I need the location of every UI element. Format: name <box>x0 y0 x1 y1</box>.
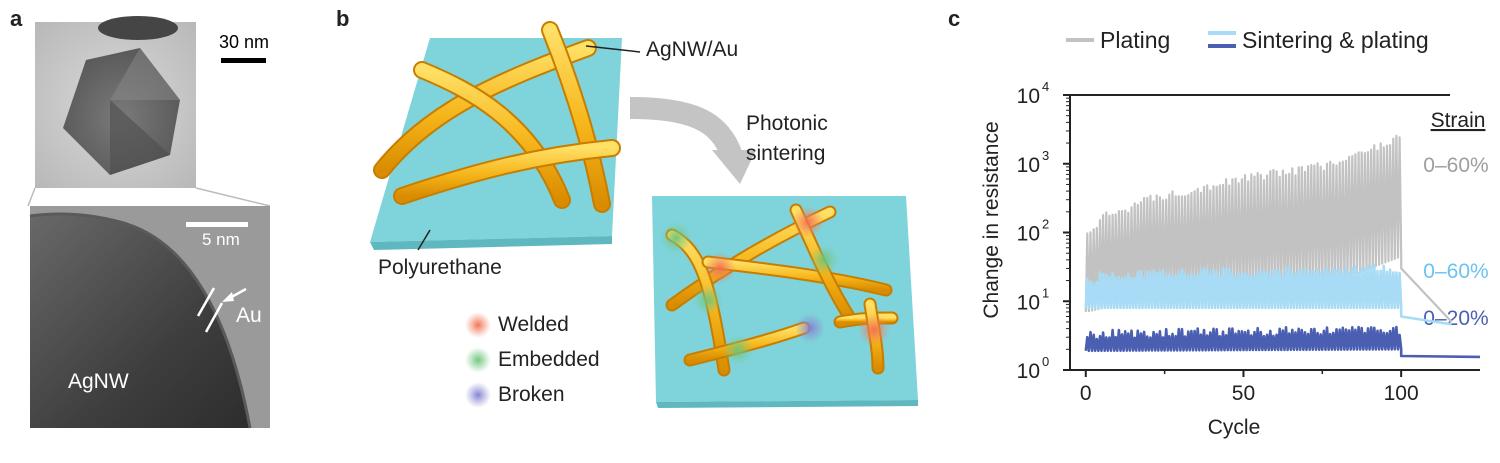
strain-label-sintering-20: 0–20% <box>1423 307 1488 330</box>
panel-b-letter: b <box>336 6 350 31</box>
panel-c-letter: c <box>948 6 961 31</box>
y-tick-label: 10 <box>1017 291 1040 314</box>
strain-header: Strain <box>1431 109 1486 132</box>
y-tick-label: 10 <box>1017 154 1040 177</box>
scale-bar-5nm <box>186 222 248 227</box>
x-axis-label: Cycle <box>1208 416 1261 439</box>
y-tick-exponent: 1 <box>1042 285 1049 300</box>
legend-broken: Broken <box>498 383 565 406</box>
series-line-3 <box>1084 325 1481 359</box>
legend-welded: Welded <box>498 313 569 336</box>
scale-label-5nm: 5 nm <box>202 230 240 249</box>
label-au: Au <box>236 304 262 327</box>
series-line-2 <box>1084 263 1452 326</box>
panel-a-letter: a <box>10 6 23 31</box>
y-tick-label: 10 <box>1017 223 1040 246</box>
legend-sintering: Sintering & plating <box>1242 27 1429 53</box>
x-tick-label: 100 <box>1384 382 1419 405</box>
strain-label-sintering-60: 0–60% <box>1423 260 1488 283</box>
y-tick-exponent: 2 <box>1042 217 1049 232</box>
label-process-line1: Photonic <box>746 112 828 135</box>
x-tick-label: 0 <box>1080 382 1092 405</box>
y-tick-exponent: 4 <box>1042 79 1049 94</box>
process-arrow <box>629 97 743 160</box>
y-tick-exponent: 3 <box>1042 148 1049 163</box>
legend-plating: Plating <box>1100 27 1170 53</box>
y-tick-label: 10 <box>1017 85 1040 108</box>
series-line-1 <box>1084 134 1453 323</box>
label-polyurethane: Polyurethane <box>378 256 502 279</box>
label-process-line2: sintering <box>746 142 826 165</box>
scale-bar-30nm <box>221 58 266 63</box>
label-agnw: AgNW <box>68 370 129 393</box>
y-tick-label: 10 <box>1017 360 1040 383</box>
scale-label-30nm: 30 nm <box>219 32 270 52</box>
panel-b-schematic <box>370 21 918 408</box>
legend-embedded: Embedded <box>498 348 600 371</box>
x-tick-label: 50 <box>1232 382 1255 405</box>
resistance-chart: Plating Sintering & plating Change in re… <box>980 27 1489 439</box>
label-agnw-au: AgNW/Au <box>646 38 739 61</box>
strain-label-plating: 0–60% <box>1423 154 1488 177</box>
panel-a-tem-images <box>27 16 271 429</box>
y-tick-exponent: 0 <box>1042 354 1049 369</box>
agnw-wires-1 <box>373 21 621 213</box>
y-axis-label: Change in resistance <box>980 121 1003 318</box>
